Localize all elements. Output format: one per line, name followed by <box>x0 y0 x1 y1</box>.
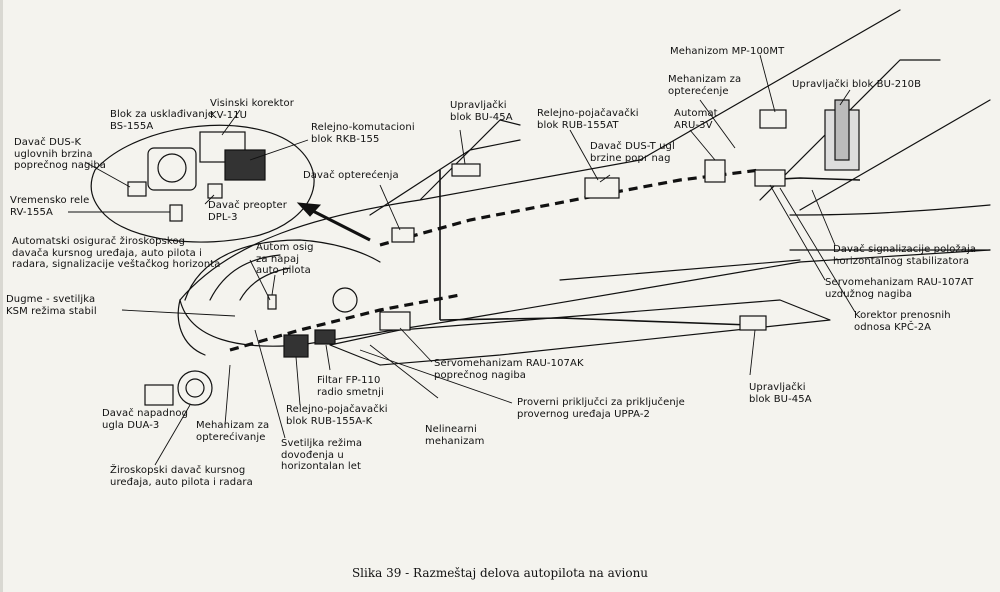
tail-fin-2 <box>799 99 991 211</box>
leader-dus-k <box>84 161 131 188</box>
cable-right <box>439 317 751 326</box>
label-kv11u: Visinski korektor KV-11U <box>210 98 294 121</box>
label-mp100mt: Mehanizom MP-100MT <box>670 46 785 57</box>
label-davac-opt: Davač opterećenja <box>303 170 399 181</box>
label-nelinearni: Nelinearni mehanizam <box>425 424 485 447</box>
canopy-frame-2 <box>239 267 291 301</box>
leader-davac-opt <box>379 184 401 231</box>
leader-rau107ak <box>399 327 433 363</box>
label-mehanizam-bot: Mehanizam za opterećivanje <box>196 420 270 443</box>
label-rau107ak: Servomehanizam RAU-107AK poprečnog nagib… <box>434 358 584 381</box>
rub155at-box <box>584 177 620 199</box>
label-dua3: Davač napadnog ugla DUA-3 <box>102 408 189 431</box>
kv11u-box <box>199 131 246 163</box>
label-uppa2: Proverni priključci za priključenje prov… <box>517 397 685 420</box>
dus-k-box <box>127 181 147 197</box>
leader-zirosk <box>249 259 271 301</box>
leader-rkb155 <box>249 139 309 161</box>
label-bu45a-bot: Upravljački blok BU-45A <box>749 382 812 405</box>
label-rub155ak: Relejno-pojačavački blok RUB-155A-K <box>286 404 388 427</box>
label-autom-osig: Autom osig za napaj auto pilota <box>256 242 314 276</box>
label-rub155at: Relejno-pojačavački blok RUB-155AT <box>537 108 639 131</box>
canopy-frame <box>209 254 281 301</box>
leader-bu45a-top <box>459 129 466 165</box>
fuselage-nose <box>177 299 206 356</box>
leader-dpl3 <box>204 194 215 205</box>
canopy <box>184 239 381 301</box>
rv155a-box <box>169 204 183 222</box>
rau107at-box <box>754 169 786 187</box>
label-zirosk: Automatski osigurač žiroskopskog davača … <box>12 236 221 270</box>
label-bu210b: Upravljački blok BU-210B <box>792 79 922 90</box>
figure-caption: Slika 39 - Razmeštaj delova autopilota n… <box>351 566 649 580</box>
fuselage-top-line <box>179 9 901 301</box>
dua3-box <box>144 384 174 406</box>
leader-kv11u <box>221 109 241 136</box>
label-bu45a-top: Upravljački blok BU-45A <box>450 100 513 123</box>
leader-nelinearni <box>369 344 439 399</box>
label-rv155a: Vremensko rele RV-155A <box>10 195 90 218</box>
label-mehanizam-top: Mehanizam za opterećenje <box>668 74 742 97</box>
kursni-gyro-inner <box>185 378 205 398</box>
leader-kursni <box>154 404 191 466</box>
tail-fin <box>759 59 941 201</box>
label-dpl3: Davač preopter DPL-3 <box>208 200 287 223</box>
fp110-box <box>314 329 336 345</box>
upper-wing-line <box>419 119 521 201</box>
label-bs155a: Blok za usklađivanje BS-155A <box>110 109 214 132</box>
leader-mehanizam-bot <box>224 364 231 426</box>
bu210b-side <box>834 99 850 161</box>
label-kursni: Žiroskopski davač kursnog uređaja, auto … <box>110 465 253 488</box>
leader-uppa2 <box>359 349 513 404</box>
leader-rub155ak <box>295 356 301 406</box>
callout-arrow <box>296 202 371 242</box>
label-fp110: Filtar FP-110 radio smetnji <box>317 375 384 398</box>
label-dugme: Dugme - svetiljka KSM režima stabil <box>6 294 97 317</box>
leader-signal <box>811 189 836 246</box>
leader-rau107at <box>769 184 826 281</box>
leader-kpc2a <box>779 187 856 313</box>
kpc2a-box <box>739 315 767 331</box>
bs155a-knob <box>157 153 187 183</box>
bu45a-top-box <box>451 163 481 177</box>
rau107ak-box <box>379 311 411 331</box>
leader-dugme <box>121 309 236 317</box>
leader-rub155at <box>569 129 599 181</box>
label-rkb155: Relejno-komutacioni blok RKB-155 <box>311 122 415 145</box>
rub155ak-box <box>283 334 309 358</box>
rau107ak-wheel <box>332 287 358 313</box>
rkb155-box <box>224 149 266 181</box>
autom-osig-box <box>267 294 277 310</box>
leader-aru3v <box>689 129 716 161</box>
control-run-mid <box>229 293 461 352</box>
leader-bu45a-bot <box>749 329 756 376</box>
leader-autom <box>271 274 276 296</box>
lower-wing-trailing <box>559 259 801 281</box>
davac-opt-box <box>391 227 415 243</box>
page-edge <box>0 0 3 592</box>
label-dus-t: Davač DUS-T ugl brzine popr nag <box>590 141 675 164</box>
label-signal-stab: Davač signalizacije položaja horizontaln… <box>833 244 977 267</box>
dpl3-box <box>207 183 223 199</box>
control-run-top <box>379 168 761 247</box>
leader-mp100mt <box>759 54 776 113</box>
label-aru3v: Automat ARU-3V <box>674 108 718 131</box>
aru3v-box <box>704 159 726 183</box>
label-svetiljka: Svetiljka režima dovođenja u horizontala… <box>281 438 363 472</box>
leader-fp110 <box>325 344 331 371</box>
leader-dus-t <box>599 174 611 183</box>
leader-mehanizam-top <box>699 99 736 149</box>
leader-svetiljka <box>254 329 286 439</box>
label-kpc2a: Korektor prenosnih odnosa KPČ-2A <box>854 310 951 333</box>
callout-bubble <box>90 124 315 243</box>
label-dus-k: Davač DUS-K uglovnih brzina poprečnog na… <box>14 137 107 171</box>
mp100mt-box <box>759 109 787 129</box>
label-rau107at: Servomehanizam RAU-107AT uzdužnog nagiba <box>825 277 974 300</box>
stabilizer <box>789 204 991 216</box>
leader-bu210b <box>839 89 851 106</box>
